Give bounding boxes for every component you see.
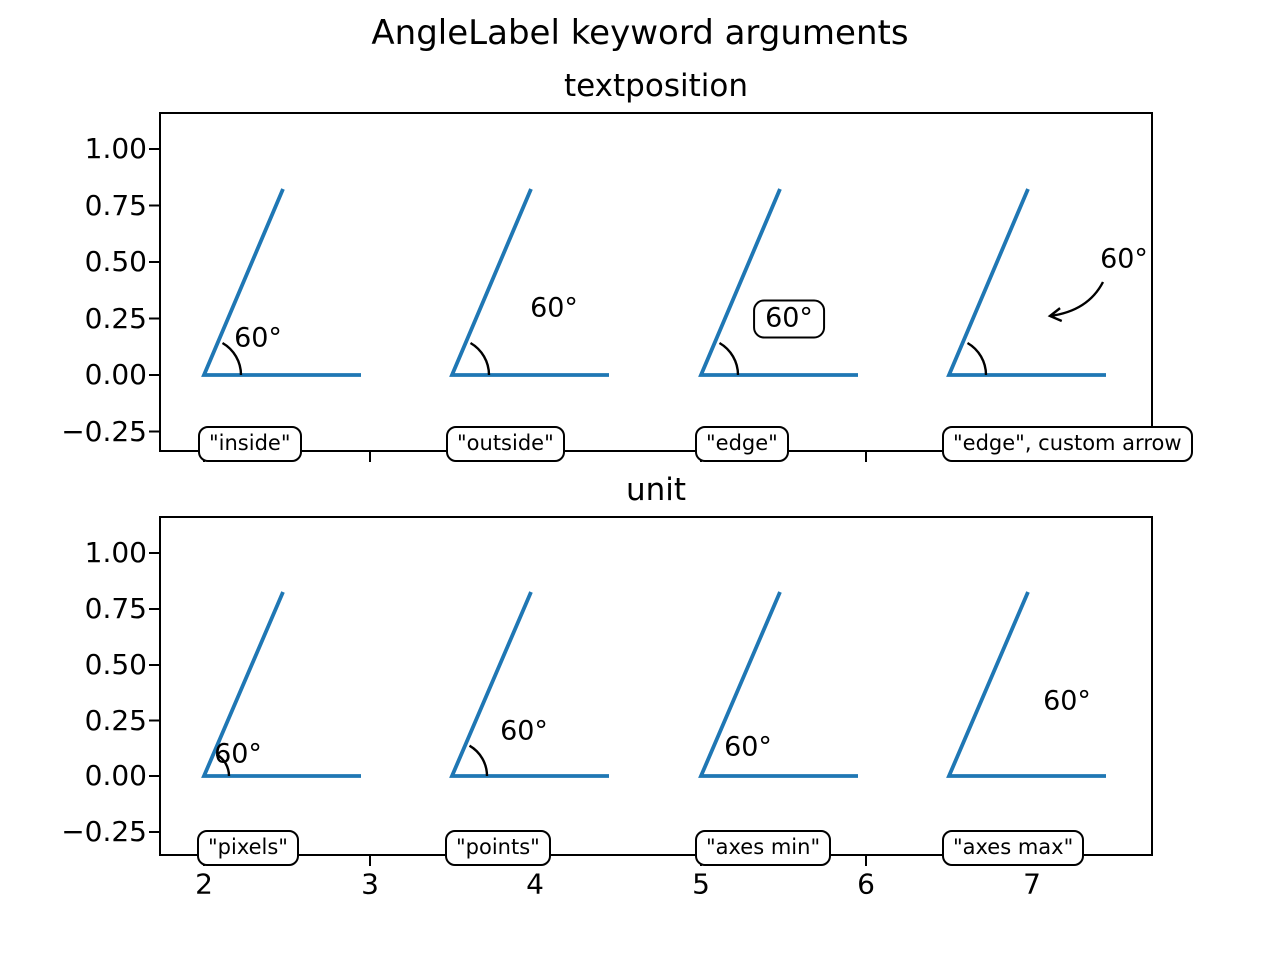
angle-rays-edge — [698, 188, 858, 377]
xtick-5: 5 — [692, 867, 710, 901]
xtick-4: 4 — [526, 867, 544, 901]
kwbox-points: "points" — [445, 830, 551, 866]
angle-label-points: 60° — [500, 715, 548, 747]
angle-arc-edge — [718, 341, 740, 376]
bottom-ytick-0.50: 0.50 — [84, 647, 147, 681]
top-angle-rays — [201, 188, 1106, 377]
top-subplot-spines — [159, 112, 1153, 452]
top-ytick-neg0.25: −0.25 — [61, 414, 147, 448]
angle-arc-inside — [221, 341, 243, 376]
bottom-y-tick-marks — [149, 552, 160, 833]
xtick-3: 3 — [361, 867, 379, 901]
angle-label-pixels: 60° — [214, 738, 262, 770]
angle-label-inside: 60° — [234, 322, 282, 354]
bottom-ytick-0.00: 0.00 — [84, 758, 147, 792]
angle-arc-points — [468, 744, 489, 777]
angle-rays-axes-min — [698, 591, 858, 778]
xtick-7: 7 — [1023, 867, 1041, 901]
top-ytick-0.50: 0.50 — [84, 244, 147, 278]
angle-arc-outside — [469, 341, 491, 376]
kwbox-axes-max: "axes max" — [942, 830, 1085, 866]
angle-arc-custom — [966, 341, 988, 376]
angle-label-axes-max: 60° — [1043, 685, 1091, 717]
bottom-ytick-1.00: 1.00 — [84, 535, 147, 569]
angle-label-axes-min: 60° — [724, 731, 772, 763]
angle-rays-points — [449, 591, 609, 778]
angle-rays-pixels — [201, 591, 361, 778]
bottom-x-tick-marks — [203, 855, 1033, 866]
angle-label-outside: 60° — [530, 292, 578, 324]
top-y-tick-marks — [149, 148, 160, 433]
xtick-6: 6 — [857, 867, 875, 901]
angle-label-edge-boxed: 60° — [753, 299, 825, 339]
top-ytick-0.25: 0.25 — [84, 301, 147, 335]
bottom-ytick-0.25: 0.25 — [84, 703, 147, 737]
kwbox-edge: "edge" — [695, 426, 789, 462]
top-subplot-title: textposition — [564, 68, 748, 104]
kwbox-axes-min: "axes min" — [695, 830, 832, 866]
bottom-subplot-title: unit — [625, 472, 687, 508]
bottom-subplot-spines — [159, 516, 1153, 856]
kwbox-outside: "outside" — [446, 426, 565, 462]
angle-rays-inside — [201, 188, 361, 377]
kwbox-custom-arrow: "edge", custom arrow — [942, 426, 1193, 462]
top-ytick-1.00: 1.00 — [84, 131, 147, 165]
bottom-angle-rays — [201, 591, 1106, 778]
angle-arcs — [215, 341, 988, 777]
top-x-tick-marks — [203, 451, 1033, 462]
angle-rays-custom-arrow — [946, 188, 1106, 377]
angle-label-custom-arrow: 60° — [1100, 243, 1148, 275]
top-ytick-0.00: 0.00 — [84, 357, 147, 391]
kwbox-pixels: "pixels" — [197, 830, 299, 866]
custom-annotation-arrow — [1047, 281, 1105, 323]
angle-arc-pixels — [215, 753, 231, 777]
angle-rays-outside — [449, 188, 609, 377]
kwbox-inside: "inside" — [198, 426, 302, 462]
bottom-ytick-0.75: 0.75 — [84, 591, 147, 625]
figure-suptitle: AngleLabel keyword arguments — [371, 13, 909, 53]
angle-rays-axes-max — [946, 591, 1106, 778]
xtick-2: 2 — [195, 867, 213, 901]
top-ytick-0.75: 0.75 — [84, 188, 147, 222]
bottom-ytick-neg0.25: −0.25 — [61, 814, 147, 848]
